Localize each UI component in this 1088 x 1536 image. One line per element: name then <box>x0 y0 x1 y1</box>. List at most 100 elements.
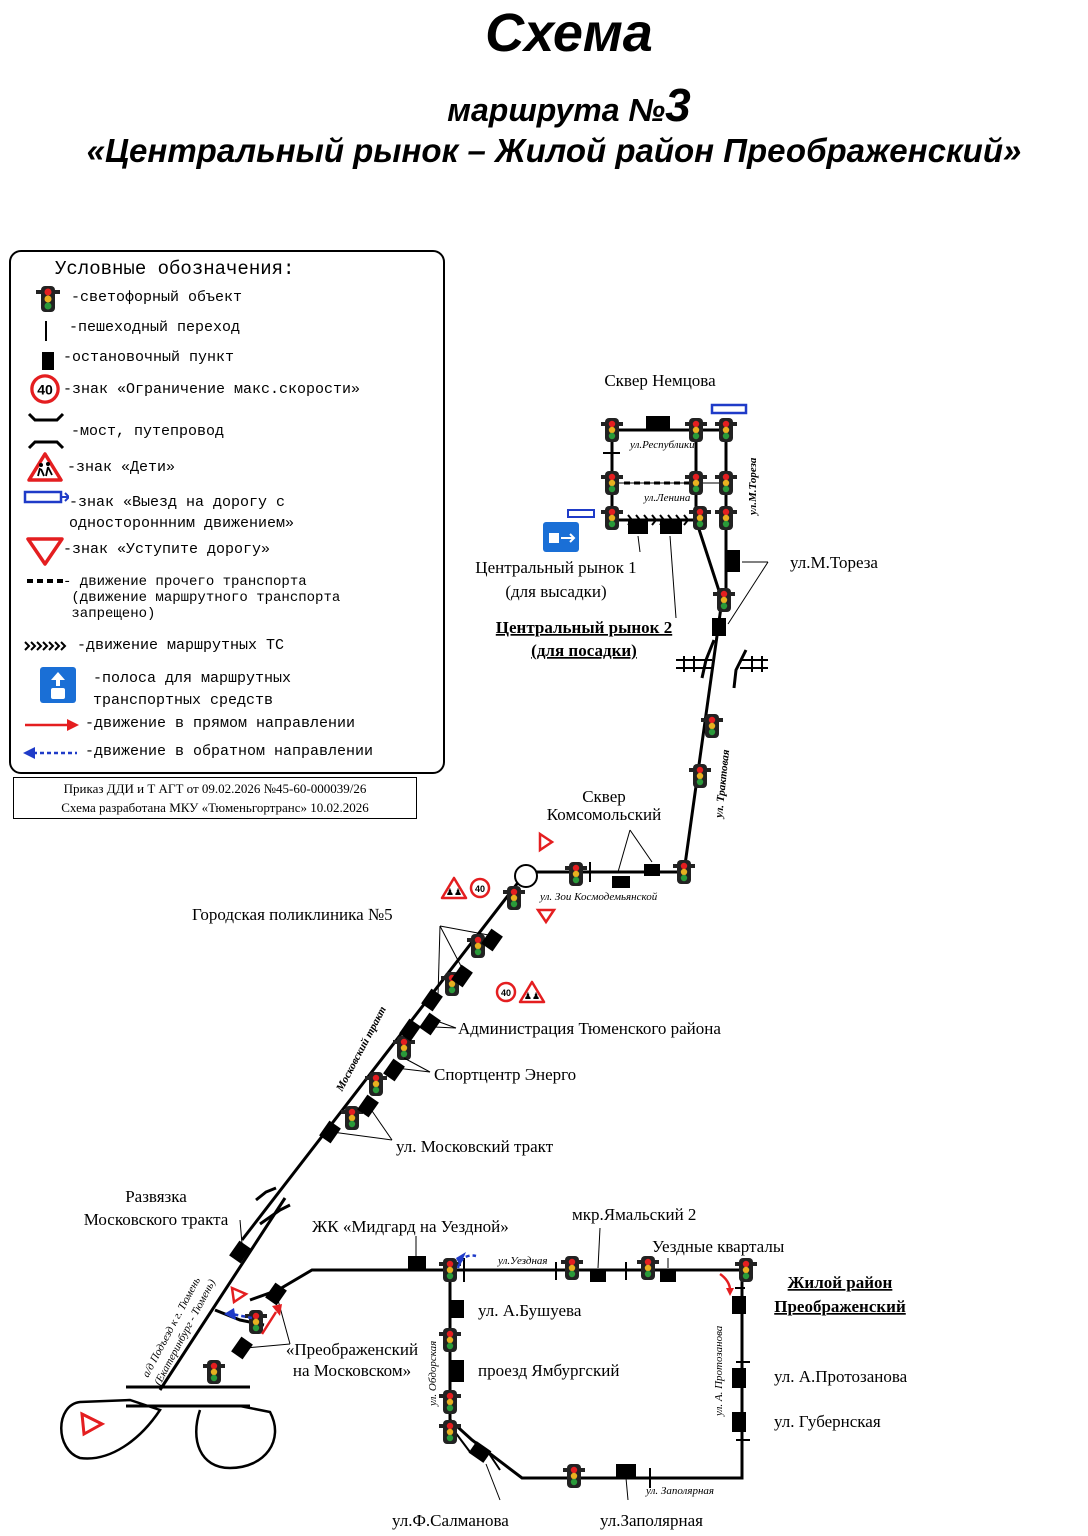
legend-text: -пешеходный переход <box>69 319 241 336</box>
legend-heading: Условные обозначения: <box>55 258 295 280</box>
reverse-direction-arrow-icon <box>456 1252 466 1266</box>
roundabout <box>514 864 538 888</box>
interchange-loop-left <box>60 1398 162 1460</box>
bridge-icon <box>27 412 65 450</box>
bus-stop-icon <box>732 1296 746 1314</box>
legend-text: -движение в обратном направлении <box>85 743 374 760</box>
forward-direction-arrow-icon <box>719 1272 732 1291</box>
bus-stop-icon <box>726 550 740 572</box>
stop-label: на Московском» <box>293 1361 411 1380</box>
children-sign-icon <box>27 452 63 482</box>
street-label: ул. Зои Космодемьянской <box>539 891 658 903</box>
stop-label: Уездные кварталы <box>652 1237 785 1256</box>
bus-stop-icon <box>628 520 648 534</box>
forward-direction-arrow-icon <box>726 1288 734 1296</box>
stop-label: Администрация Тюменского района <box>458 1019 721 1038</box>
yield-sign-icon <box>538 831 555 853</box>
stop-label: ул.М.Тореза <box>790 553 878 572</box>
bus-stop-icon <box>468 1441 492 1463</box>
stop-label: Сквер <box>582 787 626 806</box>
stop-label: ул. А.Протозанова <box>774 1367 908 1386</box>
stop-label: Московского тракта <box>84 1210 229 1229</box>
traffic-lights <box>203 418 757 1488</box>
scheme-title: Схема <box>485 3 653 63</box>
bus-lane-sign-icon <box>40 667 76 703</box>
stop-label: ул.Ф.Салманова <box>392 1511 509 1530</box>
bus-stop-icon <box>450 1360 464 1382</box>
order-line-1: Приказ ДДИ и Т АГТ от 09.02.2026 №45-60-… <box>63 781 367 796</box>
legend-text: -мост, путепровод <box>71 423 225 440</box>
traffic-light-icon <box>689 764 711 788</box>
traffic-light-icon <box>439 1390 461 1414</box>
traffic-light-icon <box>203 1360 225 1384</box>
bus-lane-sign-icon <box>543 522 579 552</box>
one-way-exit-sign-icon <box>23 490 69 504</box>
legend-panel: Условные обозначения: -светофорный объек… <box>9 250 445 774</box>
interchange-loop-right <box>195 1404 277 1470</box>
bus-stop-icon <box>660 520 682 534</box>
traffic-light-icon <box>715 506 737 530</box>
children-sign-icon <box>518 980 546 1004</box>
traffic-light-icon <box>713 588 735 612</box>
legend-text: -остановочный пункт <box>63 349 235 366</box>
other-traffic-dashed-icon <box>27 579 63 583</box>
bus-stop-icon <box>732 1412 746 1432</box>
route-number: 3 <box>665 79 691 131</box>
legend-text: -полоса для маршрутных транспортных сред… <box>93 670 292 709</box>
road-signs: ♟♟ 40 40 ♟♟ <box>80 403 748 1437</box>
forward-direction-arrow-icon <box>272 1304 282 1316</box>
route-prefix: маршрута № <box>447 92 666 128</box>
pedestrian-crossings <box>454 452 750 1488</box>
reverse-direction-arrow-icon <box>231 1312 253 1320</box>
bridge-icon <box>255 639 768 1226</box>
stop-label: Сквер Немцова <box>604 371 716 390</box>
stop-label: ЖК «Мидгард на Уездной» <box>312 1217 509 1236</box>
one-way-exit-sign-icon <box>710 403 748 415</box>
bus-stop-icon <box>229 1240 251 1264</box>
yield-sign-icon <box>26 537 64 566</box>
forward-direction-arrow-icon <box>25 719 79 731</box>
bus-stop-icon <box>42 352 54 370</box>
street-label: ул. А. Протозанова <box>713 1325 725 1417</box>
legend-text: -знак «Выезд на дорогу с одностороннним … <box>69 494 295 532</box>
legend-text: -движение в прямом направлении <box>85 715 356 732</box>
traffic-light-icon <box>439 1420 461 1444</box>
yield-sign-icon <box>535 908 557 925</box>
bus-stops <box>229 416 746 1478</box>
street-label: ул.Ленина <box>643 492 691 504</box>
legend-text: -знак «Уступите дорогу» <box>63 541 271 558</box>
children-sign-glyph: ♟♟ <box>524 991 540 1001</box>
route-name: «Центральный рынок – Жилой район Преобра… <box>86 132 1022 169</box>
street-label: ул. Обдорская <box>427 1341 439 1407</box>
speed-limit-40-icon <box>495 981 517 1003</box>
stop-label: ул.Заполярная <box>600 1511 703 1530</box>
forward-direction-arrow-icon <box>260 1311 278 1335</box>
bus-stop-icon <box>319 1120 341 1144</box>
street-label: ул.Республики <box>629 439 695 451</box>
speed-sign-value: 40 <box>475 884 485 894</box>
speed-limit-40-icon: 40 <box>30 374 60 404</box>
stop-label: Спортцентр Энерго <box>434 1065 576 1084</box>
one-way-exit-sign-icon <box>567 509 595 518</box>
legend-text: - движение прочего транспорта (движение … <box>63 574 341 622</box>
reverse-direction-arrow-icon <box>456 1254 477 1269</box>
order-line-2: Схема разработана МКУ «Тюменьгортранс» 1… <box>61 800 369 815</box>
street-label: ул.М.Тореза <box>747 457 759 517</box>
reverse-direction-arrow-icon <box>23 747 77 759</box>
traffic-light-icon <box>563 1464 585 1488</box>
legend-text: -знак «Ограничение макс.скорости» <box>63 381 361 398</box>
bus-stop-icon <box>421 988 443 1012</box>
traffic-light-icon <box>565 862 587 886</box>
street-label: ул. Трактовая <box>713 749 732 821</box>
speed-sign-value: 40 <box>501 988 511 998</box>
route-subtitle: маршрута №3 <box>25 78 1088 132</box>
children-sign-glyph: ♟♟ <box>446 887 462 897</box>
legend-text: -светофорный объект <box>71 289 243 306</box>
reverse-direction-arrow-icon <box>224 1308 236 1320</box>
yield-sign-icon <box>80 1411 106 1437</box>
bus-stop-icon <box>612 876 630 888</box>
direction-arrows <box>224 1252 734 1335</box>
traffic-light-icon <box>36 286 60 312</box>
bus-stop-icon <box>450 1300 464 1318</box>
stop-label: «Преображенский <box>286 1340 418 1359</box>
